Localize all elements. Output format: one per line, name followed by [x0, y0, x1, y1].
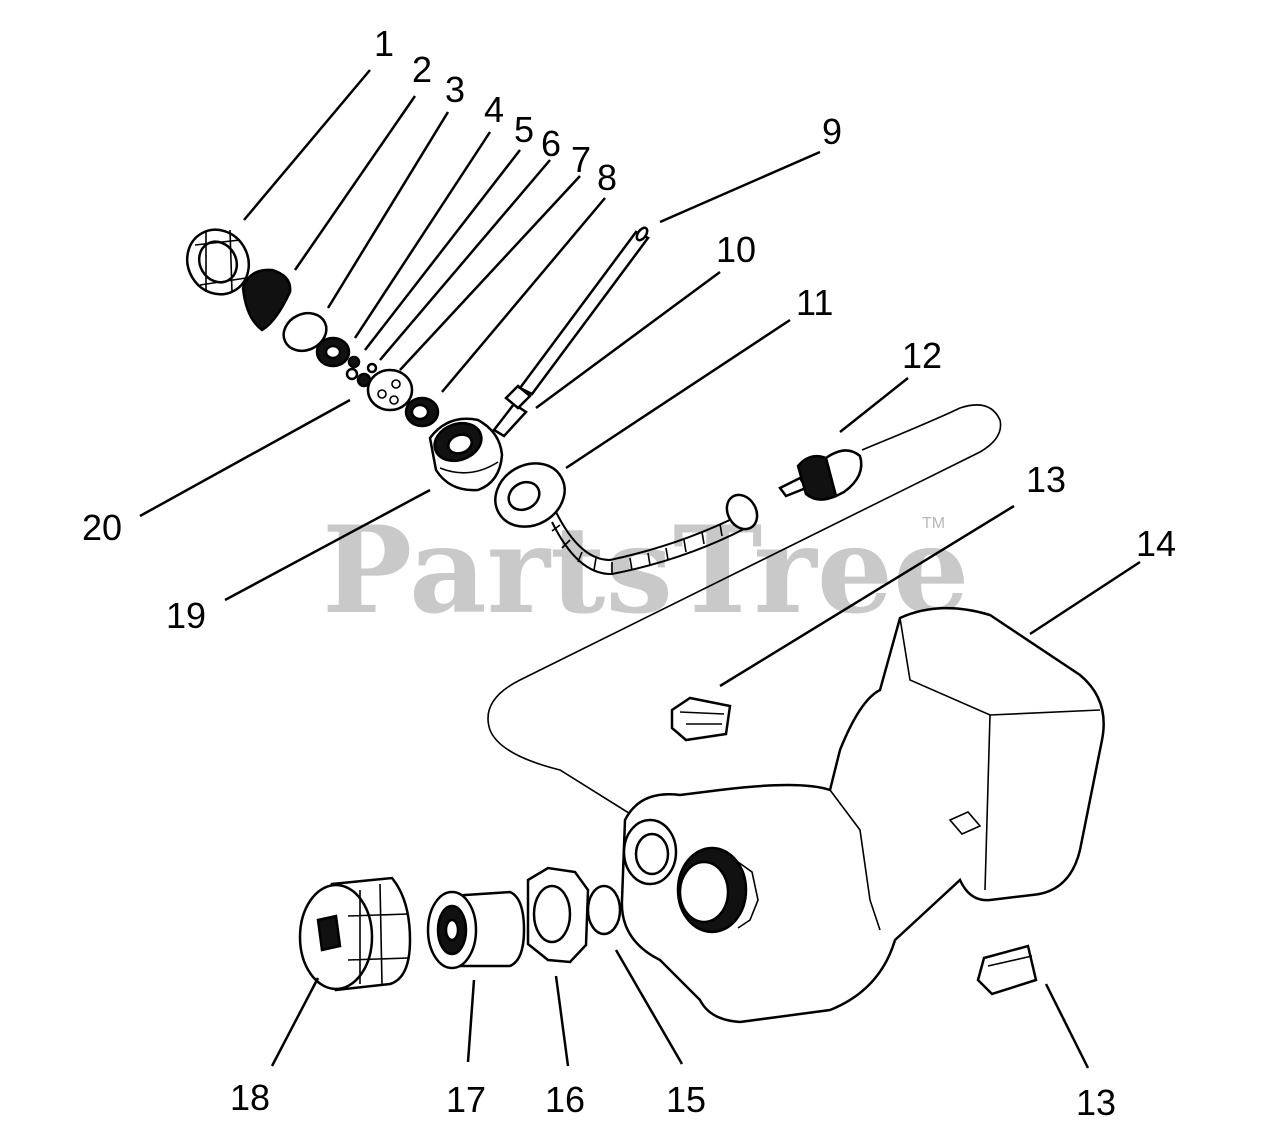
callout-15: 15	[666, 1079, 706, 1120]
breather-tube-loop	[487, 404, 1002, 821]
part-7-valve-body[interactable]	[366, 368, 414, 412]
part-10-fitting[interactable]	[504, 384, 532, 410]
part-8-seal[interactable]	[404, 396, 440, 428]
part-17-strainer[interactable]	[426, 890, 526, 970]
part-18-fuel-cap[interactable]	[298, 876, 412, 992]
callout-9: 9	[822, 111, 842, 152]
callout-5: 5	[514, 109, 534, 150]
callout-3: 3	[445, 69, 465, 110]
callout-12: 12	[902, 335, 942, 376]
part-19-pump-housing[interactable]	[428, 402, 528, 492]
part-3-disc[interactable]	[277, 306, 332, 357]
part-5-6-small-valves[interactable]	[345, 355, 378, 388]
part-16-gasket[interactable]	[526, 866, 590, 964]
part-11-grommet[interactable]	[484, 451, 576, 539]
callout-1: 1	[374, 23, 394, 64]
callout-16: 16	[545, 1079, 585, 1120]
part-4-gasket[interactable]	[315, 336, 351, 368]
callout-2: 2	[412, 49, 432, 90]
callout-14: 14	[1136, 523, 1176, 564]
part-1-cover[interactable]	[176, 218, 261, 305]
callout-7: 7	[571, 139, 591, 180]
callout-10: 10	[716, 229, 756, 270]
callout-8: 8	[597, 157, 617, 198]
callout-4: 4	[484, 89, 504, 130]
part-2-primer-bulb[interactable]	[241, 268, 292, 332]
leader-lines	[139, 69, 1141, 1069]
callout-19: 19	[166, 595, 206, 636]
watermark-text: PartsTree	[322, 500, 969, 641]
part-12-fuel-filter[interactable]	[778, 449, 863, 501]
callout-13-lower: 13	[1076, 1082, 1116, 1123]
watermark: PartsTree TM	[322, 500, 969, 641]
callout-18: 18	[230, 1077, 270, 1118]
part-15-seal[interactable]	[586, 884, 622, 936]
part-14-fuel-tank[interactable]	[620, 607, 1105, 1024]
part-13-clip-lower[interactable]	[976, 944, 1038, 996]
watermark-trademark: TM	[922, 515, 945, 532]
callout-20: 20	[82, 507, 122, 548]
callout-13-upper: 13	[1026, 459, 1066, 500]
callout-11: 11	[796, 282, 833, 323]
callout-17: 17	[446, 1079, 486, 1120]
fuel-line-hose[interactable]	[551, 489, 763, 576]
part-13-clip-upper[interactable]	[670, 696, 732, 742]
callout-6: 6	[541, 123, 561, 164]
part-9-tube[interactable]	[518, 226, 650, 396]
callout-numbers: 1 2 3 4 5 6 7 8 9 10 11 12 13 14 20 19 1…	[82, 23, 1176, 1123]
